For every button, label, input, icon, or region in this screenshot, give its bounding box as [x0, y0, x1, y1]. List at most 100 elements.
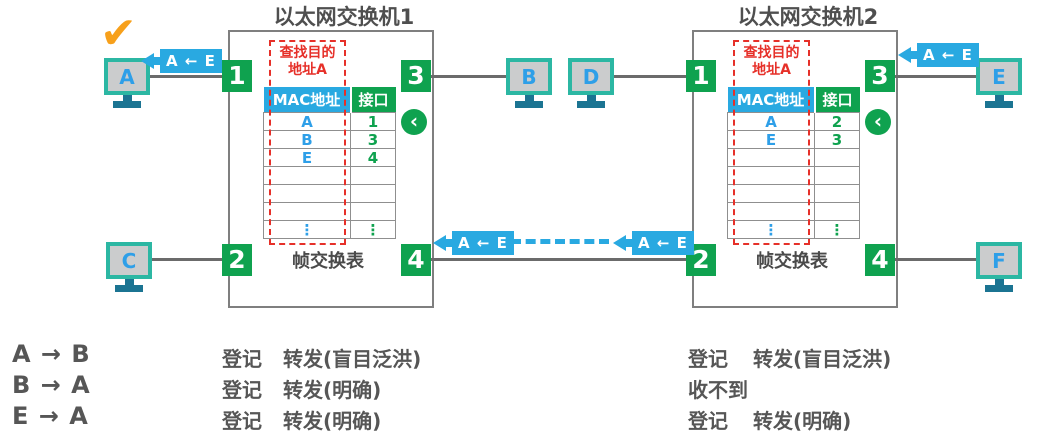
- monitor-neck: [994, 279, 1004, 285]
- port-cell: 1: [350, 112, 396, 131]
- switch1-port-1: 1: [222, 60, 252, 92]
- table-row: [727, 202, 860, 221]
- interface-header: 接口: [349, 87, 396, 113]
- switch1-action-forward-3: 转发(明确): [283, 409, 382, 433]
- table-row: ⋮⋮: [263, 220, 396, 239]
- lookup-note-line1: 查找目的: [279, 45, 336, 61]
- mac-cell: [263, 184, 351, 203]
- mac-cell: A: [263, 112, 351, 131]
- mac-address-header: MAC地址: [727, 87, 815, 113]
- switch2-port-1: 1: [686, 60, 716, 92]
- mac-cell: [727, 148, 815, 167]
- switch1-action-register-2: 登记: [222, 378, 262, 402]
- link-sw2port3-hostE: [895, 75, 978, 78]
- switch2-lookup-note: 查找目的 地址A: [735, 45, 808, 79]
- host-b: B: [506, 58, 552, 108]
- flow-label-3: E → A: [12, 402, 89, 430]
- frame-label-text: A ← E: [452, 231, 514, 255]
- host-label: B: [521, 64, 537, 89]
- lookup-note-line2: 地址A: [288, 62, 327, 78]
- link-sw2port4-hostF: [895, 258, 978, 261]
- dashed-frame-path: [511, 239, 609, 244]
- left-arrow-tail: [626, 239, 632, 247]
- table-header-row: MAC地址 接口: [263, 87, 396, 113]
- switch2-action-forward-3: 转发(明确): [753, 409, 852, 433]
- switch1-port-3: 3: [401, 60, 431, 92]
- computer-icon: D: [568, 58, 614, 95]
- switch2-port-2: 2: [686, 244, 716, 276]
- flow-label-1: A → B: [12, 340, 91, 368]
- link-port3-hostB: [431, 75, 508, 78]
- port-cell: [350, 184, 396, 203]
- table-header-row: MAC地址 接口: [727, 87, 860, 113]
- mac-cell: [727, 202, 815, 221]
- left-arrow-icon: [613, 235, 626, 251]
- host-c: C: [106, 242, 152, 292]
- lookup-note-line2: 地址A: [752, 62, 791, 78]
- monitor-neck: [524, 95, 534, 101]
- port-cell: [350, 166, 396, 185]
- chevron-glyph: ‹: [873, 108, 883, 133]
- port-ellipsis: ⋮: [350, 220, 396, 239]
- mac-cell: [263, 166, 351, 185]
- left-arrow-tail: [446, 239, 452, 247]
- switch1-action-forward-1: 转发(盲目泛洪): [283, 347, 422, 371]
- computer-icon: F: [976, 242, 1022, 279]
- frame-label-text: A ← E: [917, 43, 979, 67]
- host-label: A: [119, 64, 135, 89]
- mac-cell: E: [727, 130, 815, 149]
- computer-icon: C: [106, 242, 152, 279]
- port-cell: [814, 184, 860, 203]
- flow-label-2: B → A: [12, 371, 91, 399]
- monitor-base: [577, 101, 605, 108]
- port-cell: 4: [350, 148, 396, 167]
- mac-ellipsis: ⋮: [727, 220, 815, 239]
- table-row: [263, 166, 396, 185]
- switch2-action-register-1: 登记: [688, 347, 728, 371]
- mac-cell: A: [727, 112, 815, 131]
- checkmark-icon: ✔: [100, 8, 137, 59]
- monitor-base: [985, 285, 1013, 292]
- chevron-glyph: ‹: [409, 108, 419, 133]
- left-arrow-icon: [898, 47, 911, 63]
- monitor-neck: [994, 95, 1004, 101]
- host-label: D: [582, 64, 600, 89]
- mac-address-header: MAC地址: [263, 87, 351, 113]
- table-row: ⋮⋮: [727, 220, 860, 239]
- switch1-title: 以太网交换机1: [273, 5, 415, 29]
- lookup-note-line1: 查找目的: [743, 45, 800, 61]
- host-label: F: [992, 248, 1006, 273]
- switch2-action-forward-1: 转发(盲目泛洪): [753, 347, 892, 371]
- switch2-port-3: 3: [865, 60, 895, 92]
- port-cell: 3: [814, 130, 860, 149]
- monitor-base: [515, 101, 543, 108]
- left-arrow-tail: [154, 57, 160, 65]
- link-hostA-port1: [148, 75, 224, 78]
- host-d: D: [568, 58, 614, 108]
- monitor-base: [115, 285, 143, 292]
- port-cell: 3: [350, 130, 396, 149]
- table-row: [727, 148, 860, 167]
- left-arrow-icon: [433, 235, 446, 251]
- switch2-action-register-2: 收不到: [688, 378, 748, 402]
- port-cell: [350, 202, 396, 221]
- port-ellipsis: ⋮: [814, 220, 860, 239]
- table-row: [263, 184, 396, 203]
- mac-cell: [263, 202, 351, 221]
- left-arrow-tail: [911, 51, 917, 59]
- host-f: F: [976, 242, 1022, 292]
- interface-header: 接口: [813, 87, 860, 113]
- mac-ellipsis: ⋮: [263, 220, 351, 239]
- frame-label-text: A ← E: [160, 49, 222, 73]
- port-cell: [814, 166, 860, 185]
- switch1-table-caption: 帧交换表: [292, 251, 364, 272]
- monitor-neck: [124, 279, 134, 285]
- switch1-action-register-3: 登记: [222, 409, 262, 433]
